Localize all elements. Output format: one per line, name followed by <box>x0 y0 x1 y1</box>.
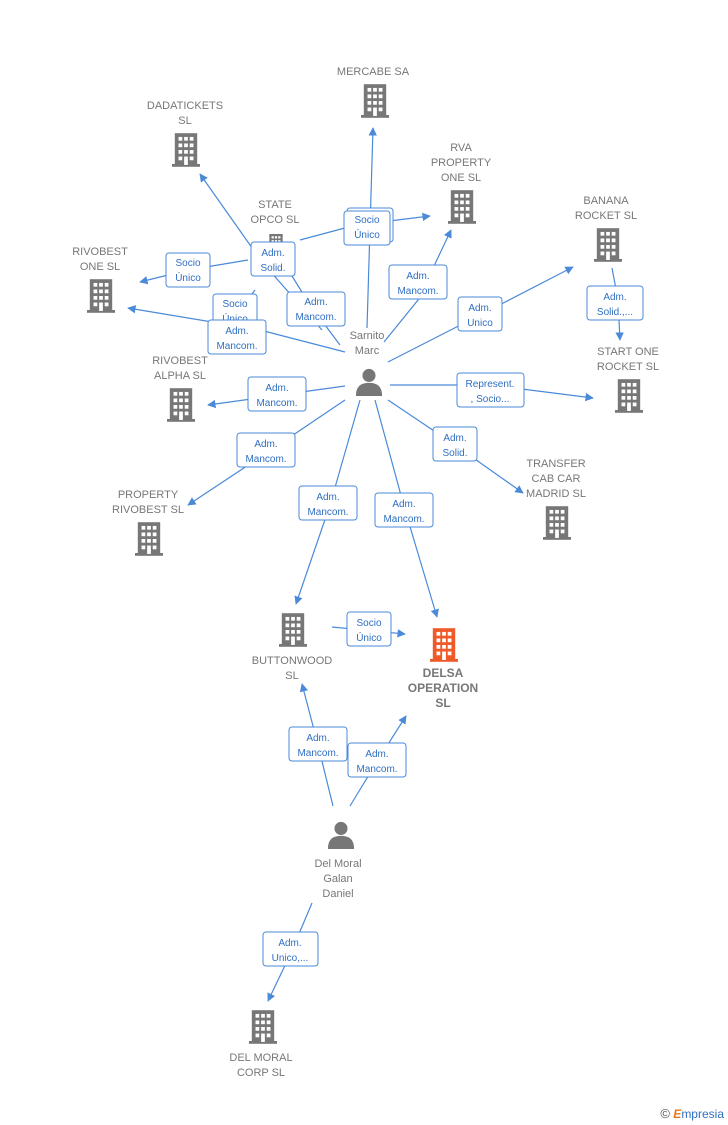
svg-text:Adm.Solid.: Adm.Solid. <box>260 248 285 274</box>
relation-box[interactable]: Adm.Mancom. <box>236 432 296 468</box>
building-icon-property-rivobest[interactable] <box>135 522 163 556</box>
svg-text:Adm.Mancom.: Adm.Mancom. <box>216 326 257 352</box>
relation-box[interactable]: Adm.Solid. <box>432 426 478 462</box>
relation-box[interactable]: Adm.Mancom. <box>207 319 267 355</box>
building-icon-delsa[interactable] <box>430 628 458 662</box>
copyright-icon: © <box>660 1106 670 1121</box>
relation-box[interactable]: Adm.Unico,... <box>262 931 319 967</box>
person-icon-del-moral-galan[interactable] <box>327 821 355 849</box>
edge-sarnito-rva <box>383 229 452 343</box>
building-icon-rivobest-one[interactable] <box>87 279 115 313</box>
relation-box[interactable]: Represent., Socio... <box>456 372 525 408</box>
brand-logo-name: mpresia <box>681 1107 724 1121</box>
relation-box[interactable]: Adm.Solid.,... <box>586 285 644 321</box>
svg-text:Adm.Mancom.: Adm.Mancom. <box>297 733 338 759</box>
relation-box[interactable]: Adm.Mancom. <box>288 726 348 762</box>
svg-text:Adm.Unico,...: Adm.Unico,... <box>272 938 309 964</box>
svg-text:Adm.Mancom.: Adm.Mancom. <box>295 297 336 323</box>
svg-text:Adm.Mancom.: Adm.Mancom. <box>256 383 297 409</box>
building-icon-rivobest-alpha[interactable] <box>167 388 195 422</box>
relation-box[interactable]: Adm.Unico <box>457 296 503 332</box>
relation-box[interactable]: Adm.Mancom. <box>247 376 307 412</box>
relation-box[interactable]: Adm.Mancom. <box>388 264 448 300</box>
building-icon-buttonwood[interactable] <box>279 613 307 647</box>
relation-box[interactable]: Adm.Mancom. <box>347 742 407 778</box>
relation-box[interactable]: Adm.Mancom. <box>286 291 346 327</box>
svg-text:Adm.Solid.: Adm.Solid. <box>442 433 467 459</box>
svg-text:Adm.Unico: Adm.Unico <box>467 303 493 329</box>
building-icon-transfer[interactable] <box>543 506 571 540</box>
building-icon-rva[interactable] <box>448 190 476 224</box>
svg-text:Adm.Mancom.: Adm.Mancom. <box>307 492 348 518</box>
svg-text:Adm.Mancom.: Adm.Mancom. <box>383 499 424 525</box>
building-icon-dadatickets[interactable] <box>172 133 200 167</box>
building-icon-start-one[interactable] <box>615 379 643 413</box>
svg-text:Adm.Mancom.: Adm.Mancom. <box>397 271 438 297</box>
svg-text:Adm.Mancom.: Adm.Mancom. <box>245 439 286 465</box>
building-icon-banana[interactable] <box>594 228 622 262</box>
building-icon-del-moral-corp[interactable] <box>249 1010 277 1044</box>
svg-text:Represent., Socio...: Represent., Socio... <box>466 379 515 405</box>
brand-logo-initial: E <box>673 1107 682 1121</box>
brand-footer: © Empresia <box>660 1106 724 1121</box>
svg-text:Adm.Solid.,...: Adm.Solid.,... <box>597 292 633 318</box>
relation-box[interactable]: Adm.Mancom. <box>374 492 434 528</box>
relation-box[interactable]: Adm.Mancom. <box>298 485 358 521</box>
svg-text:Adm.Mancom.: Adm.Mancom. <box>356 749 397 775</box>
relation-box[interactable]: Adm.Solid. <box>250 241 296 277</box>
label-mercabe: MERCABE SA <box>337 66 410 78</box>
building-icon-mercabe[interactable] <box>361 84 389 118</box>
person-icon-sarnito[interactable] <box>355 368 383 396</box>
